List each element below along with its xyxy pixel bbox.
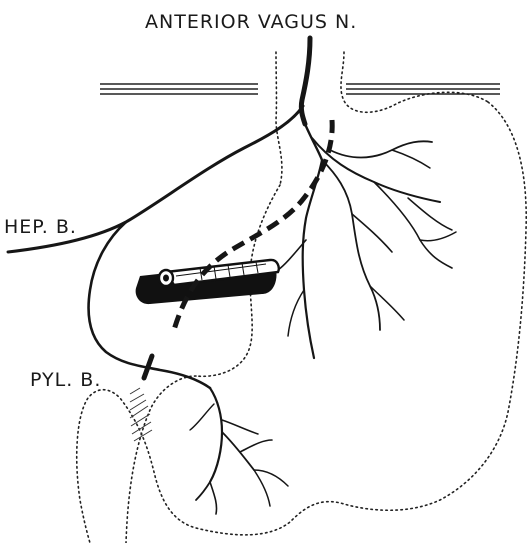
diaphragm-right [346,84,500,94]
pyloric-branches [190,388,288,514]
stomach-greater-curvature [77,102,526,543]
duodenum-inner-wall [126,376,196,543]
pyloric-branch-label: PYL. B. [30,369,101,391]
anterior-vagus-trunk [301,38,310,124]
esophagus-right-wall [341,52,488,112]
esophagus-left-wall [276,52,282,185]
anterior-vagus-label: ANTERIOR VAGUS N. [145,11,357,33]
hepatic-branch-label: HEP. B. [4,216,77,238]
gastric-branches [278,124,456,358]
diaphragm-left [100,84,258,94]
